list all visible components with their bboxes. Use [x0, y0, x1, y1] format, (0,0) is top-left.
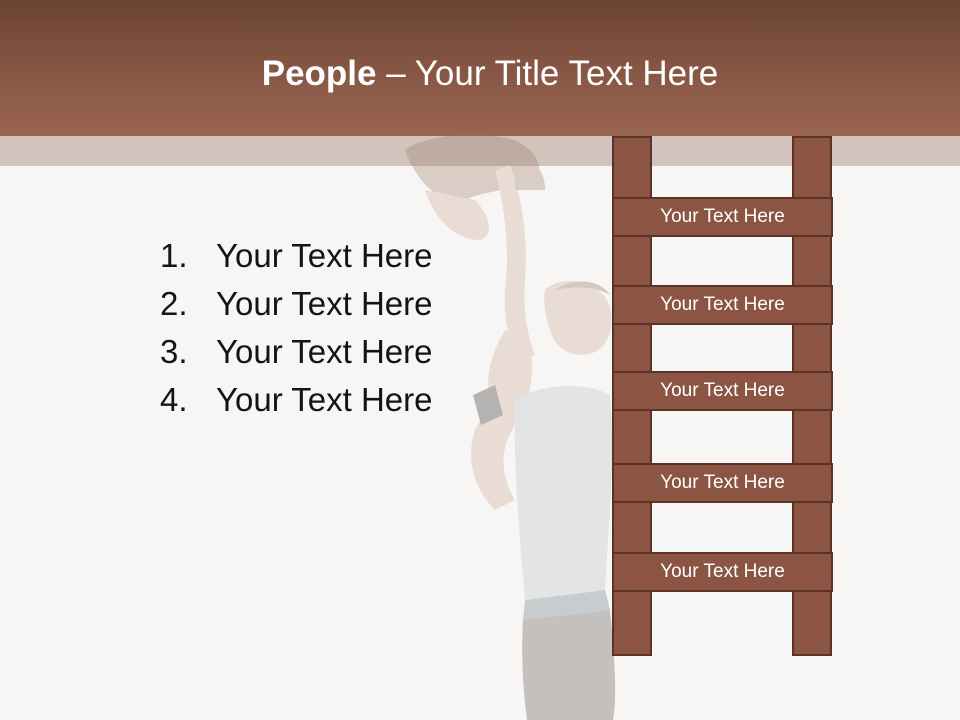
- ladder-step-3: Your Text Here: [612, 371, 833, 411]
- title-text: Your Title Text Here: [414, 54, 719, 93]
- list-item-number: 2.: [160, 285, 188, 322]
- title-bold-word: People: [261, 54, 377, 93]
- list-item: 2. Your Text Here: [160, 280, 432, 328]
- title-separator: –: [376, 54, 415, 93]
- list-item-text: Your Text Here: [216, 237, 433, 274]
- slide-title: People – Your Title Text Here: [0, 52, 960, 96]
- ladder-step-5: Your Text Here: [612, 552, 833, 592]
- list-item: 3. Your Text Here: [160, 328, 432, 376]
- list-item-text: Your Text Here: [216, 333, 433, 370]
- list-item-number: 4.: [160, 381, 188, 418]
- list-item-text: Your Text Here: [216, 381, 433, 418]
- ladder-step-2: Your Text Here: [612, 285, 833, 325]
- ladder-step-1: Your Text Here: [612, 197, 833, 237]
- background-people-photo: [405, 134, 616, 720]
- list-item: 1. Your Text Here: [160, 232, 432, 280]
- list-item-number: 3.: [160, 333, 188, 370]
- list-item-number: 1.: [160, 237, 188, 274]
- numbered-list: 1. Your Text Here 2. Your Text Here 3. Your…: [160, 232, 432, 424]
- list-item: 4. Your Text Here: [160, 376, 432, 424]
- ladder-step-4: Your Text Here: [612, 463, 833, 503]
- title-bar: [0, 0, 960, 136]
- list-item-text: Your Text Here: [216, 285, 433, 322]
